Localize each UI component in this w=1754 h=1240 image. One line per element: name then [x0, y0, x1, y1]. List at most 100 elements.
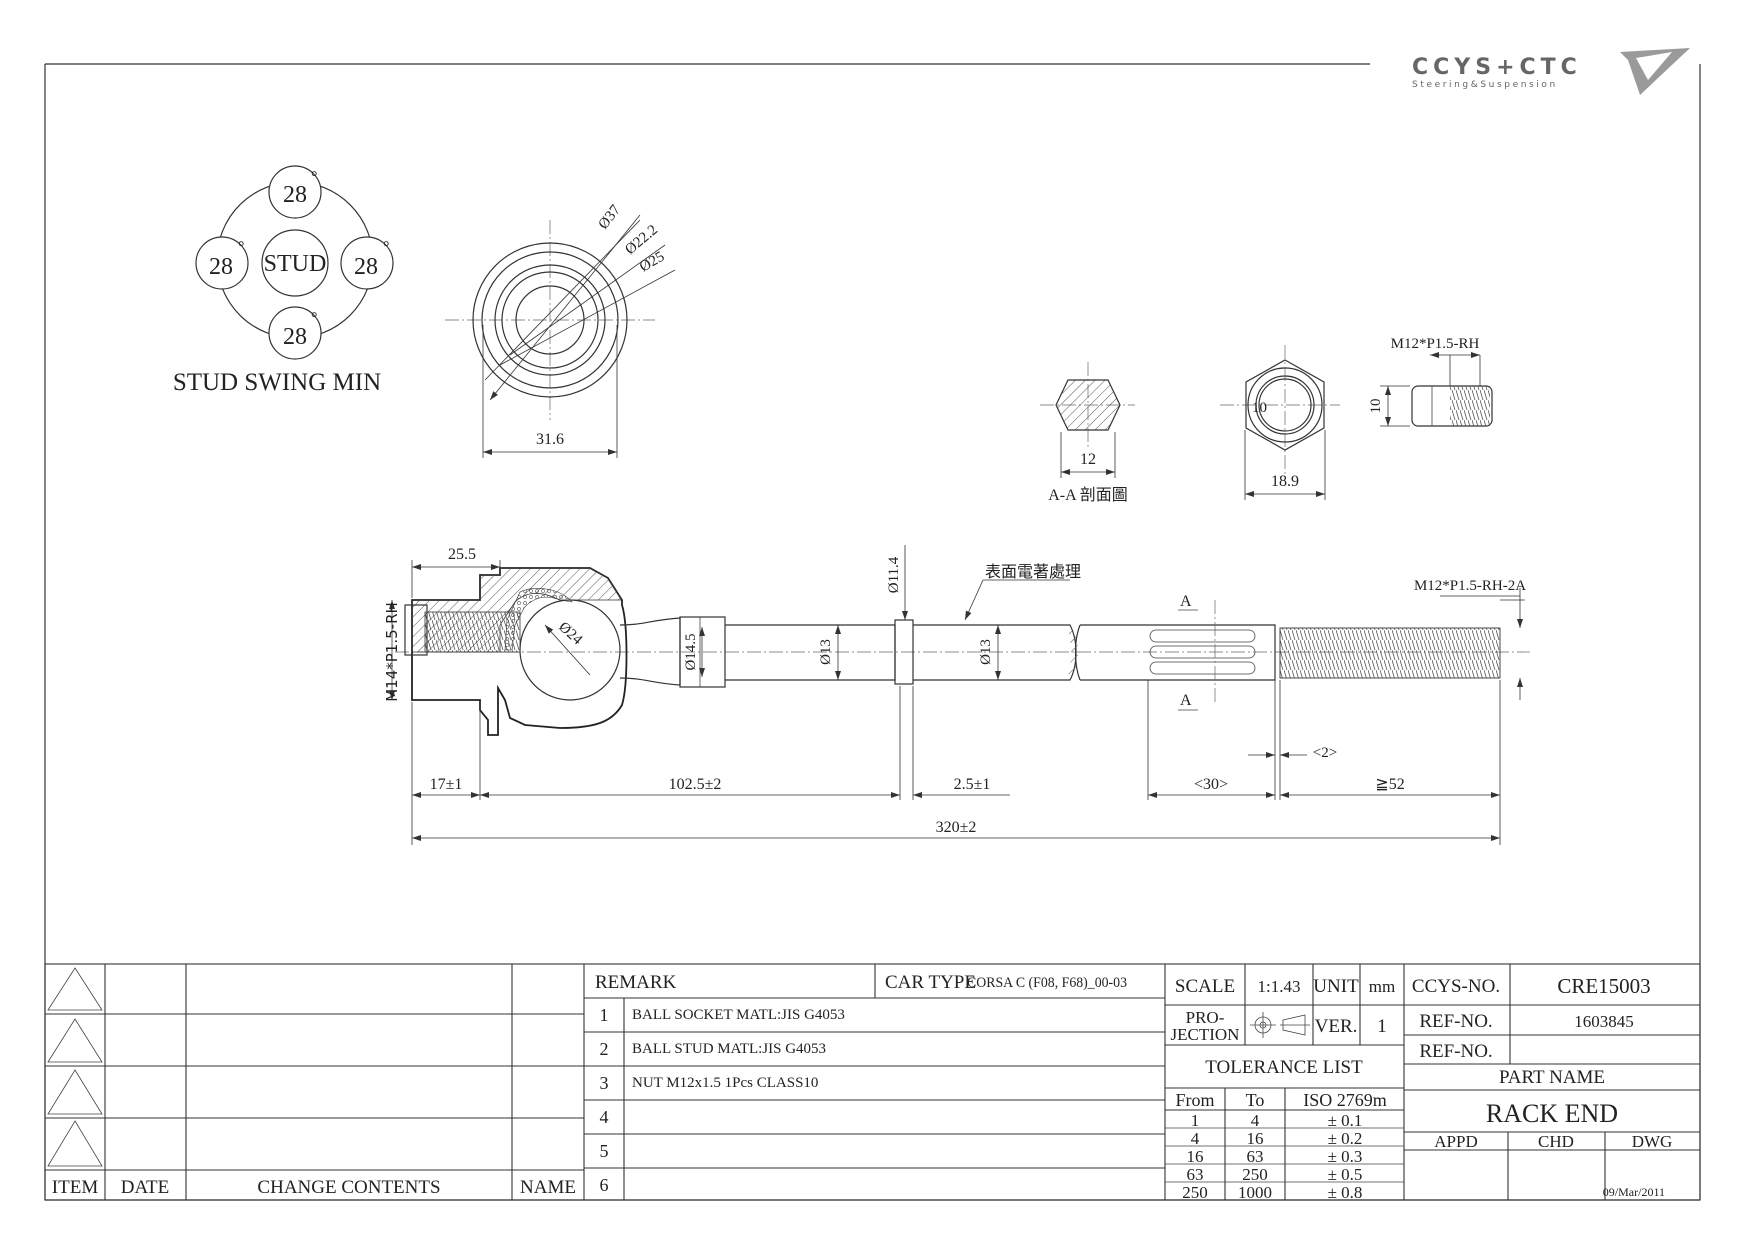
stud-swing-diagram: STUD 28 28 28 28 ° ° ° ° STUD SWING MIN	[173, 165, 394, 396]
dim-52: ≧52	[1375, 776, 1404, 793]
remark-row-number: 2	[600, 1039, 609, 1059]
swing-angle-left: 28	[209, 254, 233, 280]
remark-row-number: 3	[600, 1073, 609, 1093]
stud-label: STUD	[264, 251, 327, 277]
remark-row-number: 5	[600, 1141, 609, 1161]
ccys-no-label: CCYS-NO.	[1412, 976, 1500, 997]
tolerance-cell: ± 0.5	[1328, 1165, 1363, 1184]
dim-102-5: 102.5±2	[669, 776, 722, 793]
section-aa-caption: A-A 剖面圖	[1048, 486, 1128, 504]
dim-2-5: 2.5±1	[954, 776, 991, 793]
degree-mark: °	[238, 239, 244, 256]
projection-label-1: PRO-	[1186, 1008, 1225, 1027]
header-date: DATE	[121, 1177, 170, 1198]
dim-shaft-dia-2: Ø13	[978, 639, 994, 665]
header-change-contents: CHANGE CONTENTS	[257, 1177, 440, 1198]
ver-value: 1	[1377, 1016, 1387, 1037]
tolerance-cell: 1000	[1238, 1183, 1272, 1202]
remark-row-number: 4	[600, 1107, 609, 1127]
rack-end-main-view: Ø24 Ø14.5 Ø13 Ø11.4 Ø13 表面電著處理 A A	[383, 545, 1530, 845]
stud-swing-title: STUD SWING MIN	[173, 369, 381, 396]
remark-table: REMARK CAR TYPE CORSA C (F08, F68)_00-03…	[584, 964, 1165, 1200]
tolerance-header-iso: ISO 2769m	[1303, 1090, 1387, 1110]
dim-ball-dia: Ø24	[555, 619, 585, 649]
tolerance-cell: 250	[1182, 1183, 1208, 1202]
company-logo: CCYS+CTC Steering&Suspension	[1412, 48, 1690, 95]
tolerance-cell: 4	[1251, 1111, 1260, 1130]
tolerance-cell: 16	[1187, 1147, 1204, 1166]
ccys-no-value: CRE15003	[1557, 974, 1650, 998]
dim-section-width: 12	[1080, 451, 1096, 468]
dim-nut-width: 18.9	[1271, 473, 1299, 490]
nut-thread-label: M12*P1.5-RH	[1391, 336, 1480, 352]
revision-table: ITEM DATE CHANGE CONTENTS NAME	[45, 964, 585, 1200]
dim-overall: 320±2	[936, 819, 977, 836]
part-name-label: PART NAME	[1499, 1067, 1605, 1088]
appd-label: APPD	[1434, 1132, 1477, 1151]
part-info-block: CCYS-NO. CRE15003 REF-NO. 1603845 REF-NO…	[1404, 964, 1700, 1200]
end-view: Ø37 Ø22.2 Ø25 31.6	[445, 202, 676, 458]
scale-value: 1:1.43	[1258, 977, 1301, 996]
section-mark-a-top: A	[1180, 593, 1192, 610]
unit-value: mm	[1369, 977, 1395, 996]
degree-mark: °	[311, 310, 317, 327]
tolerance-cell: 16	[1247, 1129, 1264, 1148]
tolerance-cell: 63	[1187, 1165, 1204, 1184]
surface-treatment-note: 表面電著處理	[985, 563, 1081, 581]
remark-rows: 1 BALL SOCKET MATL:JIS G4053 2 BALL STUD MA…	[600, 1005, 845, 1195]
tolerance-cell: ± 0.2	[1328, 1129, 1363, 1148]
nut-view: 10 18.9 M12*P1.5-RH 10	[1220, 336, 1493, 500]
dim-top-left: 25.5	[448, 546, 476, 563]
tolerance-cell: ± 0.3	[1328, 1147, 1363, 1166]
remark-row-number: 6	[600, 1175, 609, 1195]
tolerance-cell: 1	[1191, 1111, 1200, 1130]
swing-angle-bottom: 28	[283, 324, 307, 350]
projection-symbol-icon	[1250, 1012, 1310, 1038]
tolerance-cell: ± 0.8	[1328, 1183, 1363, 1202]
dim-collar-dia: Ø11.4	[886, 556, 902, 593]
tolerance-cell: ± 0.1	[1328, 1111, 1363, 1130]
dim-gap: <2>	[1313, 745, 1337, 761]
tolerance-header-to: To	[1246, 1090, 1265, 1110]
tolerance-cell: 63	[1247, 1147, 1264, 1166]
remark-row-text: BALL SOCKET MATL:JIS G4053	[632, 1007, 845, 1023]
degree-mark: °	[383, 239, 389, 256]
projection-label-2: JECTION	[1171, 1025, 1240, 1044]
logo-tagline: Steering&Suspension	[1412, 80, 1558, 90]
tolerance-table: TOLERANCE LIST From To ISO 2769m 1 4 ± 0.1…	[1165, 964, 1405, 1202]
dim-shaft-dia-1: Ø13	[818, 639, 834, 665]
section-mark-a-bottom: A	[1180, 692, 1192, 709]
car-type-label: CAR TYPE	[885, 972, 976, 993]
swing-angle-right: 28	[354, 254, 378, 280]
section-aa-view: 12 A-A 剖面圖	[1040, 362, 1135, 504]
header-name: NAME	[520, 1177, 576, 1198]
dim-nut-height: 10	[1368, 399, 1384, 414]
ver-label: VER.	[1315, 1016, 1358, 1037]
dwg-label: DWG	[1632, 1132, 1673, 1151]
drawing-date: 09/Mar/2011	[1603, 1185, 1665, 1199]
ref-no-value-1: 1603845	[1574, 1012, 1634, 1031]
ref-no-label-1: REF-NO.	[1419, 1011, 1492, 1032]
dim-dia-25: Ø25	[637, 249, 667, 276]
tolerance-header-from: From	[1175, 1090, 1214, 1110]
tolerance-title: TOLERANCE LIST	[1205, 1057, 1363, 1078]
dim-across-flats: 10	[1252, 400, 1267, 416]
chd-label: CHD	[1538, 1132, 1574, 1151]
logo-text: CCYS+CTC	[1412, 55, 1582, 80]
right-thread-label: M12*P1.5-RH-2A	[1414, 578, 1526, 594]
header-item: ITEM	[52, 1177, 99, 1198]
remark-row-number: 1	[600, 1005, 609, 1025]
part-name: RACK END	[1486, 1099, 1618, 1128]
remark-row-text: BALL STUD MATL:JIS G4053	[632, 1041, 826, 1057]
title-block: ITEM DATE CHANGE CONTENTS NAME REMARK CA…	[44, 963, 1701, 1202]
left-thread-label: M14*P1.5-RH	[383, 602, 401, 702]
unit-label: UNIT	[1313, 976, 1359, 997]
scale-label: SCALE	[1175, 976, 1235, 997]
dim-30: <30>	[1194, 776, 1228, 793]
tolerance-cell: 250	[1242, 1165, 1268, 1184]
degree-mark: °	[311, 169, 317, 186]
remark-label: REMARK	[595, 972, 677, 993]
scale-block: SCALE 1:1.43 UNIT mm PRO- JECTION VER. 1	[1164, 964, 1404, 1200]
